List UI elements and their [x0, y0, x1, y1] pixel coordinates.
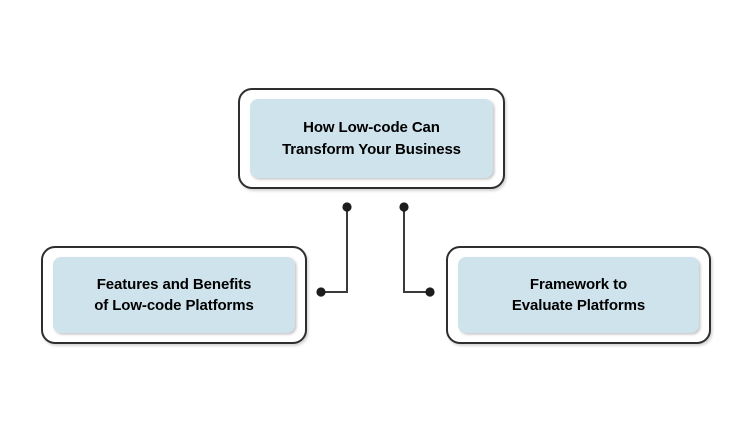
node-root[interactable]: How Low-code Can Transform Your Business [238, 88, 505, 189]
node-features-label: Features and Benefits of Low-code Platfo… [94, 275, 254, 314]
node-root-panel: How Low-code Can Transform Your Business [250, 99, 493, 178]
node-framework-label: Framework to Evaluate Platforms [511, 275, 646, 314]
node-features[interactable]: Features and Benefits of Low-code Platfo… [41, 246, 307, 344]
node-root-label: How Low-code Can Transform Your Business [282, 119, 461, 158]
connector-dot-root-left [342, 202, 352, 212]
node-framework-panel: Framework to Evaluate Platforms [458, 257, 699, 333]
connector-dot-root-right [399, 202, 409, 212]
connector-root-to-framework [403, 207, 430, 293]
connector-root-to-features [321, 207, 348, 293]
node-framework[interactable]: Framework to Evaluate Platforms [446, 246, 711, 344]
connector-dot-features [316, 287, 326, 297]
connector-dot-framework [425, 287, 435, 297]
node-features-panel: Features and Benefits of Low-code Platfo… [53, 257, 295, 333]
